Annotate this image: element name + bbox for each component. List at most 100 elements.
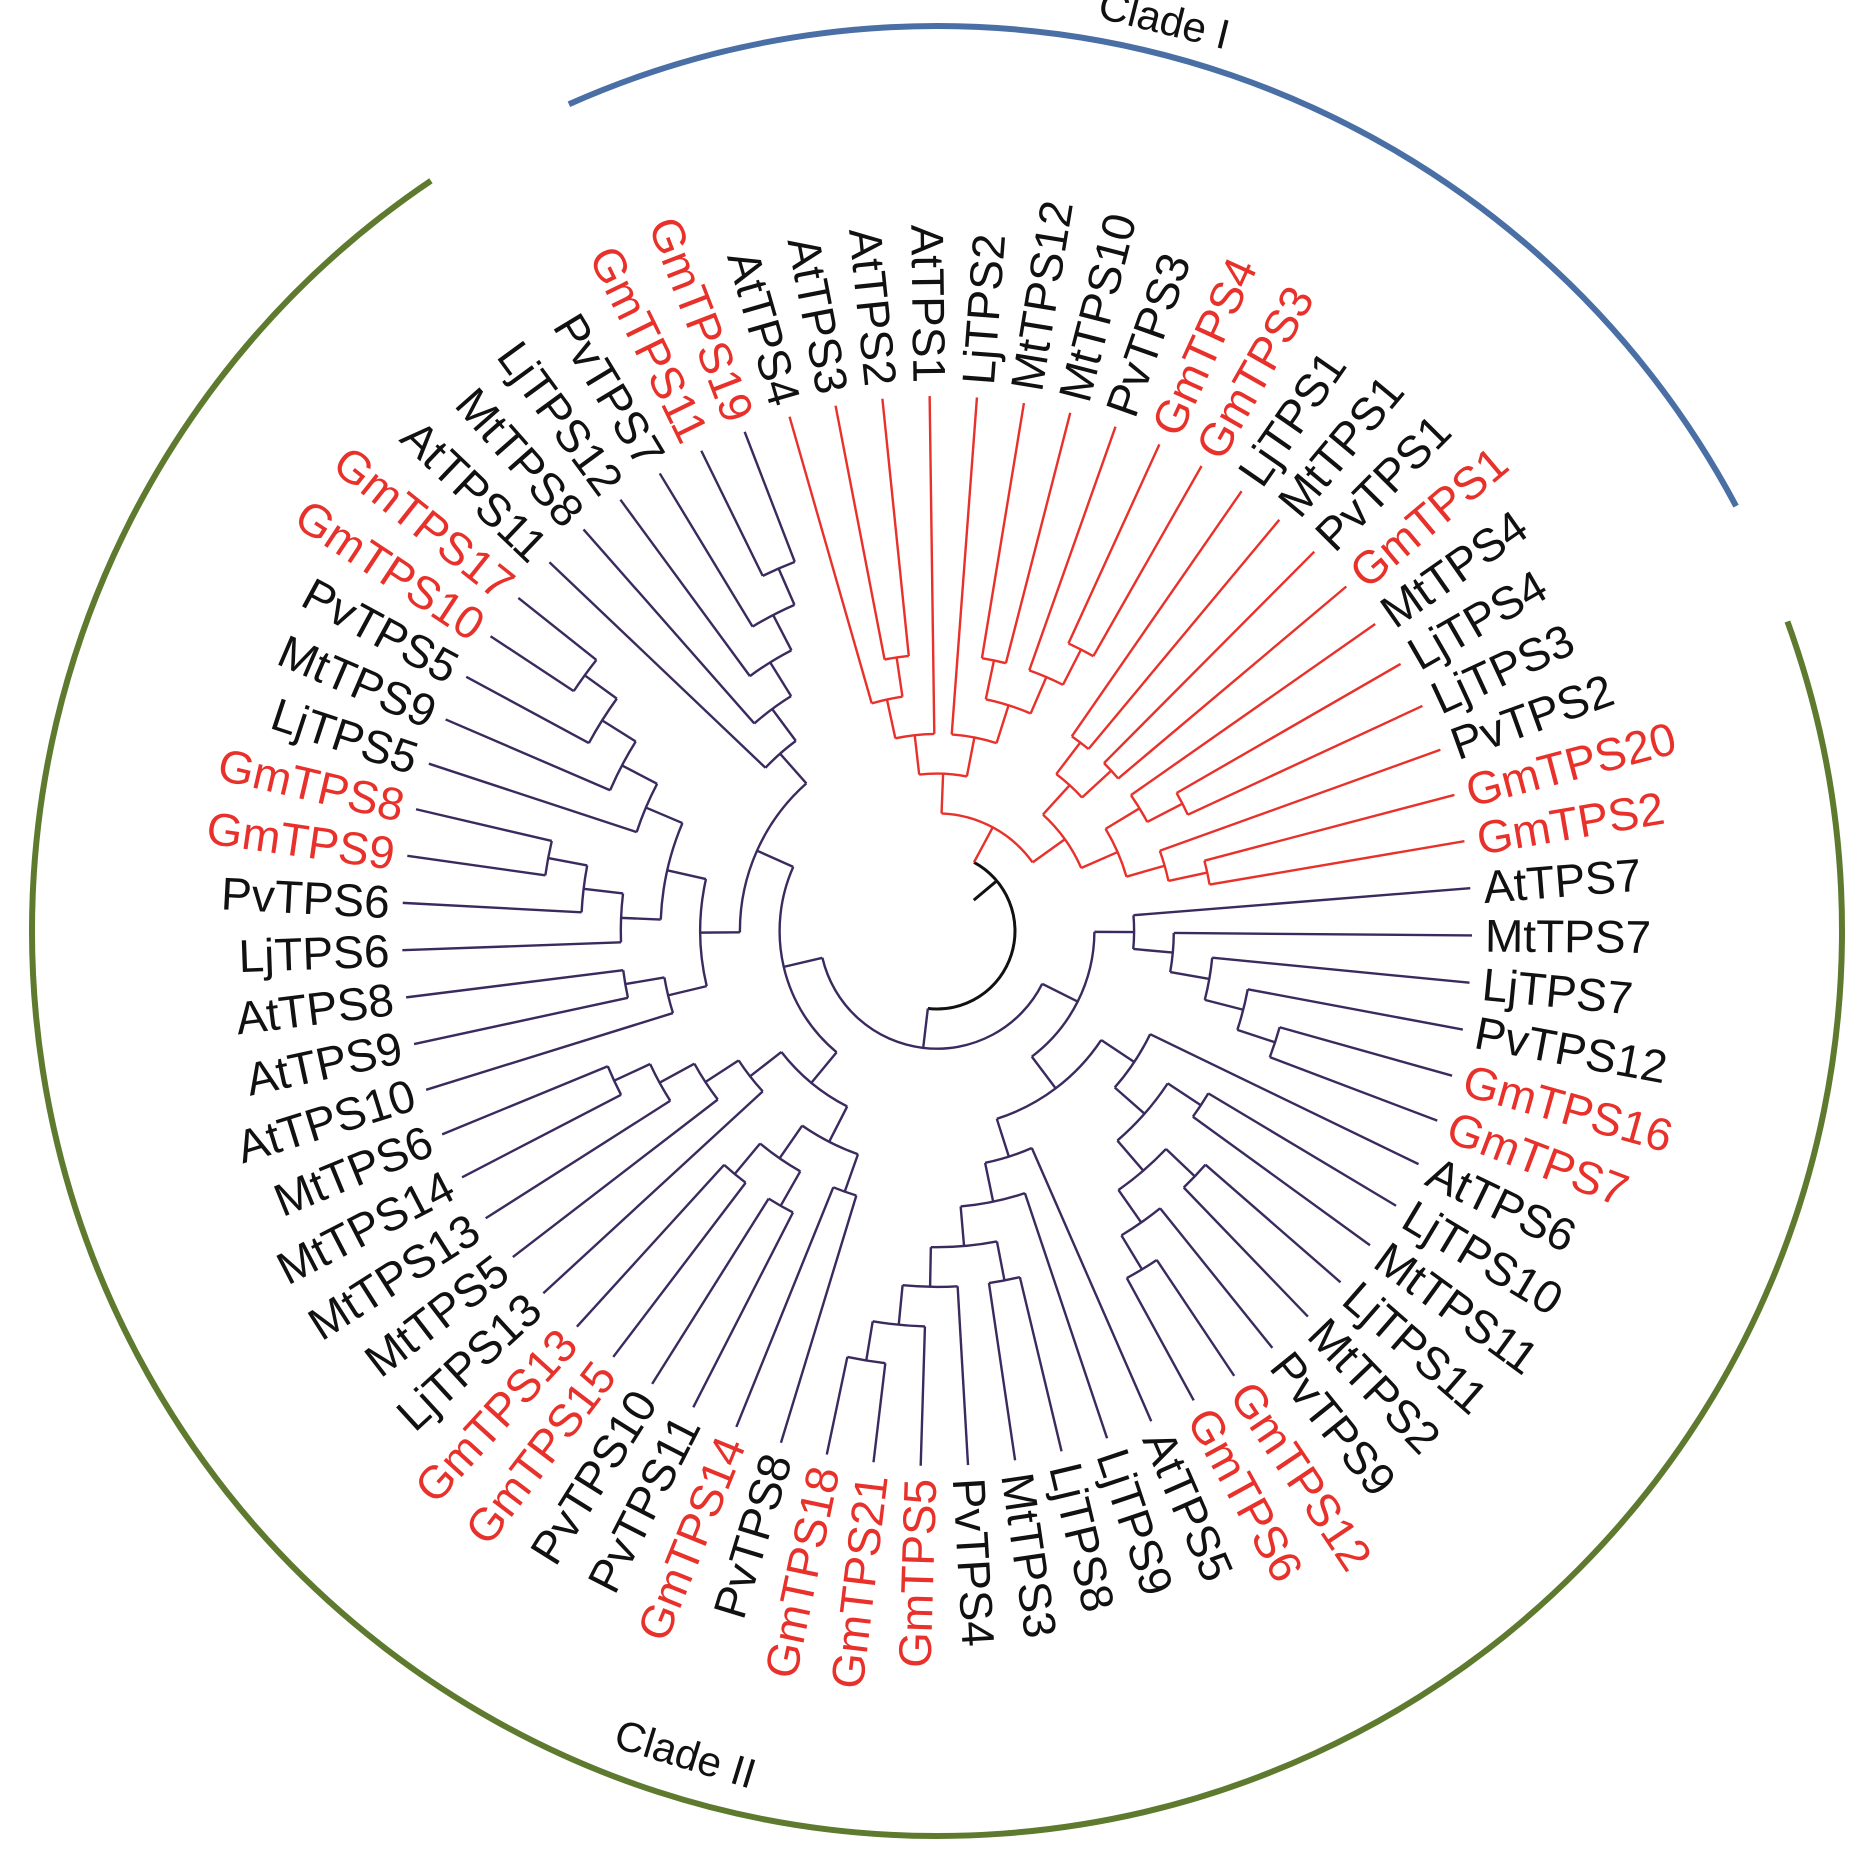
branch-arc-185 [609,740,637,791]
branch-line-50 [1175,662,1402,795]
branch-arc-62 [1031,931,1096,1058]
branch-line-75 [1236,1028,1276,1044]
branch-line-202 [619,499,751,677]
branch-line-167 [413,996,629,1046]
branch-line-137 [779,1170,802,1207]
branch-arc-19 [985,698,1032,715]
branch-arc-166 [622,970,630,999]
clade-1-arc [567,23,1739,508]
branch-line-71 [1212,956,1470,984]
branch-arc-170 [659,822,684,920]
branch-line-174 [583,887,624,895]
branch-line-131 [843,1153,860,1193]
branch-line-41 [1103,550,1316,764]
branch-line-18 [995,704,1010,744]
branch-line-140 [651,1198,770,1385]
branch-line-181 [645,806,683,825]
branch-arc-204 [751,603,795,628]
branch-arc-149 [693,1063,719,1101]
branch-arc-201 [749,649,792,678]
branch-arc-128 [780,1051,848,1108]
branch-arc-136 [759,1142,801,1173]
branch-line-15 [965,737,976,777]
branch-line-106 [983,1162,995,1202]
branch-line-9 [788,416,873,704]
branch-line-77 [1279,1026,1453,1077]
branch-line-147 [542,1090,764,1295]
branch-line-55 [1168,871,1208,883]
branch-line-187 [601,719,637,743]
branch-arc-182 [635,783,659,833]
branch-line-66 [1133,947,1173,954]
branch-line-157 [441,1065,609,1136]
branch-line-103 [995,1118,1010,1157]
branch-line-10 [895,657,904,697]
branch-line-74 [1247,988,1464,1031]
branch-line-57 [1204,793,1455,862]
branch-line-68 [1173,931,1472,937]
branch-line-150 [512,1098,719,1259]
branch-line-183 [428,762,638,834]
branch-line-189 [465,675,590,745]
leaf-label: AtTPS1 [901,224,955,383]
branch-line-69 [1170,970,1210,981]
branch-arc-207 [762,560,796,577]
branch-line-86 [1167,1082,1202,1107]
branch-line-3 [940,773,945,814]
leaf-label: GmTPS5 [889,1478,947,1669]
branch-line-118 [897,1285,904,1325]
branch-line-148 [704,1059,740,1084]
branch-arc-100 [1126,1258,1158,1280]
branch-line-169 [666,869,707,881]
branch-line-101 [1155,1259,1236,1377]
root-stub [972,879,998,902]
branch-arc-82 [1113,1033,1152,1089]
branch-line-47 [1130,623,1376,797]
branch-arc-46 [1129,794,1149,823]
branch-arc-122 [847,1355,886,1365]
branch-line-23 [1004,412,1072,664]
branch-line-192 [489,635,575,693]
branch-arc-97 [1120,1207,1161,1237]
branch-line-33 [1042,784,1071,816]
branch-line-200 [769,661,793,697]
branch-arc-60 [821,957,1044,1050]
branch-line-95 [1182,1186,1309,1318]
branch-line-72 [1204,998,1244,1011]
branch-line-99 [1120,1234,1144,1270]
branch-line-171 [621,916,661,921]
branch-line-145 [749,1051,783,1078]
branch-line-65 [1133,886,1471,917]
branch-line-58 [1209,840,1465,886]
leaf-label: PvTPS6 [220,867,391,928]
branch-line-83 [1149,1033,1420,1166]
branch-line-186 [445,718,611,792]
branch-arc-110 [930,1240,998,1249]
branch-line-151 [659,1062,695,1084]
branch-line-51 [1187,704,1423,816]
branch-line-45 [1104,807,1141,830]
branch-line-26 [1028,426,1117,671]
branch-line-48 [1146,802,1184,824]
branch-line-111 [995,1241,1006,1281]
branch-line-180 [415,808,553,843]
branch-arc-85 [1116,1082,1169,1142]
branch-line-94 [1204,1163,1342,1284]
branch-arc-155 [606,1065,623,1096]
branch-line-27 [1061,648,1083,686]
branch-line-154 [613,1062,651,1082]
branch-line-129 [828,1105,849,1143]
branch-line-81 [1100,1039,1135,1064]
branch-line-177 [547,856,588,867]
branch-arc-49 [1175,792,1189,816]
branch-arc-44 [1104,828,1128,878]
branch-arc-116 [902,1284,958,1289]
branch-line-102 [1125,1277,1195,1401]
branch-arc-146 [737,1059,764,1093]
branch-line-84 [1113,1086,1146,1115]
branch-arc-152 [649,1063,672,1102]
leaf-label: MtTPS7 [1485,910,1652,963]
branch-line-78 [1269,1056,1438,1122]
branch-line-105 [1030,1147,1153,1422]
branch-line-209 [743,431,796,563]
